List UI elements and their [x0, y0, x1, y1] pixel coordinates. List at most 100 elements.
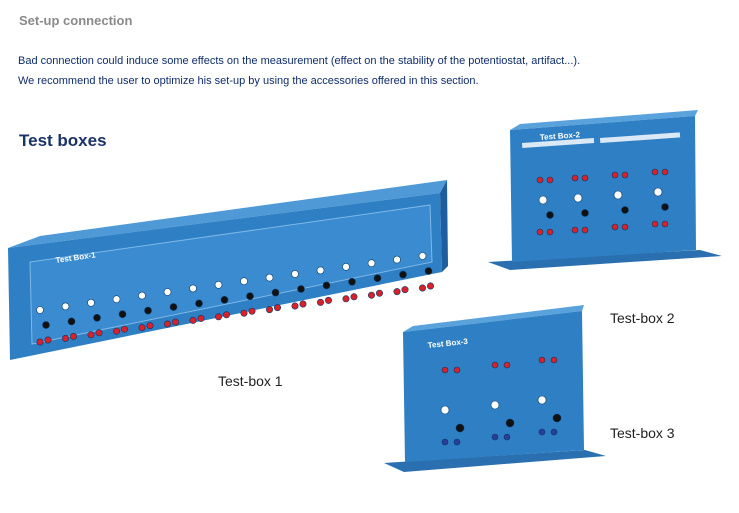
jack-icon [611, 223, 619, 231]
jack-icon [164, 320, 172, 328]
jack-icon [138, 291, 146, 300]
jack-icon [197, 314, 205, 322]
jack-icon [297, 285, 305, 293]
jack-icon [112, 295, 121, 304]
jack-icon [324, 296, 332, 304]
jack-icon [291, 302, 299, 310]
jack-icon [546, 211, 554, 219]
jack-icon [240, 277, 248, 286]
jack-icon [95, 329, 103, 337]
jack-icon [550, 428, 558, 436]
caption-test-box-3: Test-box 3 [610, 425, 675, 441]
test-box-2-image: Test Box-2 [488, 110, 722, 270]
jack-icon [573, 193, 583, 203]
jack-icon [546, 176, 554, 184]
jack-icon [651, 220, 659, 228]
jack-icon [223, 311, 231, 319]
test-box-1-image: Test Box-1 [8, 180, 448, 360]
jack-icon [552, 413, 562, 423]
jack-icon [505, 418, 515, 428]
jack-icon [424, 267, 433, 275]
jack-icon [36, 338, 44, 346]
jack-icon [44, 336, 52, 344]
jack-icon [118, 310, 127, 319]
jack-icon [503, 361, 511, 369]
jack-icon [42, 321, 50, 329]
section-heading: Test boxes [19, 131, 107, 150]
jack-icon [393, 288, 401, 296]
jack-icon [195, 299, 203, 308]
jack-icon [550, 356, 558, 364]
jack-icon [491, 361, 499, 369]
jack-icon [342, 262, 350, 271]
jack-icon [271, 288, 280, 297]
jack-icon [240, 309, 248, 317]
jack-icon [215, 313, 223, 321]
jack-icon [401, 286, 409, 294]
jack-icon [441, 366, 449, 374]
jack-icon [491, 433, 499, 441]
jack-icon [418, 284, 426, 292]
jack-icon [348, 277, 356, 286]
jack-icon [61, 302, 70, 311]
jack-icon [214, 280, 223, 289]
jack-icon [571, 174, 579, 182]
caption-test-box-2: Test-box 2 [610, 310, 675, 326]
jack-icon [503, 433, 511, 441]
jack-icon [70, 332, 78, 340]
jack-icon [621, 206, 629, 214]
jack-icon [299, 300, 307, 308]
jack-icon [399, 270, 407, 279]
jack-icon [426, 282, 434, 290]
jack-icon [440, 405, 450, 415]
jack-icon [581, 174, 589, 182]
jack-icon [316, 298, 324, 306]
jack-icon [375, 289, 383, 297]
jack-icon [453, 438, 461, 446]
test-box-2-label: Test Box-2 [540, 130, 581, 142]
jack-icon [661, 203, 669, 211]
jack-icon [248, 307, 256, 315]
jack-icon [67, 317, 76, 326]
intro-paragraph-1: Bad connection could induce some effects… [18, 55, 581, 67]
jack-icon [538, 195, 548, 205]
jack-icon [581, 226, 589, 234]
jack-icon [455, 423, 465, 433]
jack-icon [393, 255, 401, 264]
jack-icon [322, 281, 331, 290]
jack-icon [138, 324, 146, 332]
jack-icon [490, 400, 500, 410]
jack-icon [621, 223, 629, 231]
jack-icon [144, 306, 152, 315]
jack-icon [61, 334, 69, 342]
jack-icon [172, 318, 180, 326]
page-title: Set-up connection [19, 13, 133, 28]
jack-icon [316, 266, 325, 275]
jack-icon [611, 171, 619, 179]
jack-icon [536, 176, 544, 184]
jack-icon [367, 291, 375, 299]
jack-icon [93, 313, 101, 322]
jack-icon [651, 168, 659, 176]
jack-icon [87, 298, 95, 307]
jack-icon [350, 293, 358, 301]
jack-icon [441, 438, 449, 446]
jack-icon [536, 228, 544, 236]
jack-icon [220, 295, 229, 304]
test-box-3-image: Test Box-3 [384, 305, 606, 472]
intro-paragraph-2: We recommend the user to optimize his se… [18, 75, 479, 87]
jack-icon [538, 356, 546, 364]
jack-icon [342, 295, 350, 303]
jack-icon [163, 288, 172, 296]
jack-icon [265, 273, 274, 282]
jack-icon [418, 252, 427, 260]
jack-icon [265, 306, 273, 314]
jack-icon [146, 322, 154, 330]
test-box-3-label: Test Box-3 [427, 337, 469, 350]
jack-icon [121, 325, 129, 333]
jack-icon [113, 327, 121, 335]
jack-icon [246, 292, 254, 301]
jack-icon [189, 284, 197, 293]
jack-icon [621, 171, 629, 179]
